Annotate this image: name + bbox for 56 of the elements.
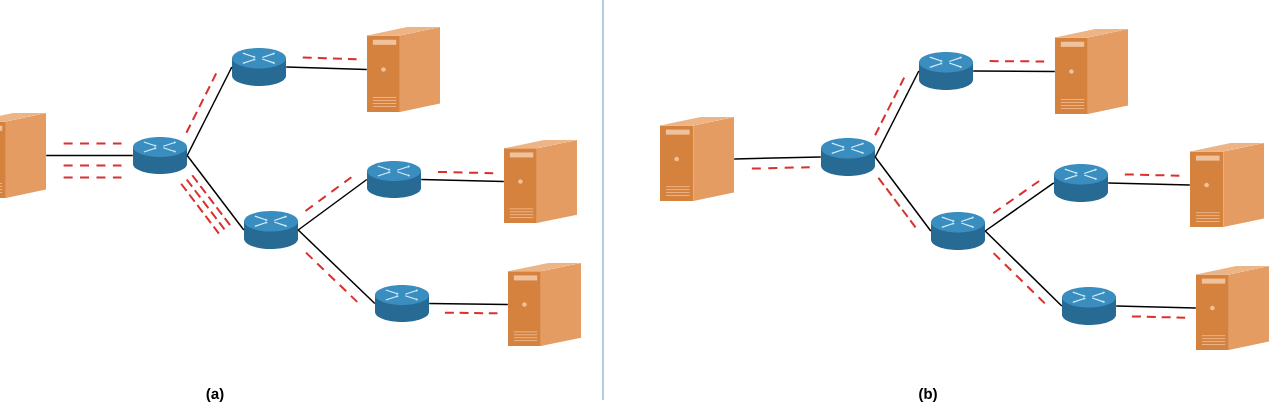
server-icon [508, 263, 581, 346]
connection-line [420, 178, 505, 183]
connection-line [186, 154, 245, 231]
server-icon [1055, 29, 1128, 114]
connection-line [297, 178, 368, 231]
connection-line [428, 302, 509, 306]
dashed-line [992, 180, 1041, 215]
dashed-line [992, 252, 1046, 305]
connection-line [984, 182, 1055, 232]
dashed-line [191, 174, 232, 227]
connection-line [874, 70, 920, 158]
connection-line [984, 230, 1063, 307]
router-icon [919, 52, 973, 90]
connection-line [297, 229, 376, 305]
connection-line [186, 66, 233, 157]
dashed-line [180, 182, 220, 235]
router-icon [931, 212, 985, 250]
router-icon [821, 138, 875, 176]
connection-line [1115, 305, 1197, 309]
dashed-line [437, 170, 495, 175]
connection-line [733, 156, 822, 160]
server-icon [0, 113, 46, 198]
dashed-line [62, 164, 123, 167]
panel-label: (b) [919, 388, 937, 402]
panel-label: (a) [206, 388, 224, 402]
server-icon [367, 27, 440, 112]
dashed-line [301, 56, 358, 61]
dashed-line [1123, 173, 1181, 177]
router-icon [1054, 164, 1108, 202]
connection-line [1107, 182, 1191, 186]
connection-line [45, 154, 134, 157]
dashed-line [305, 251, 359, 303]
router-icon [244, 211, 298, 249]
dashed-line [304, 176, 353, 212]
dashed-line [988, 60, 1046, 63]
dashed-line [185, 72, 218, 134]
server-icon [1196, 266, 1269, 350]
dashed-line [874, 76, 906, 137]
server-icon [504, 140, 577, 223]
connection-line [874, 156, 932, 232]
connection-line [972, 70, 1056, 73]
server-icon [1190, 143, 1264, 227]
dashed-line [1130, 315, 1187, 319]
dashed-line [877, 176, 917, 229]
router-icon [367, 161, 421, 198]
dashed-line [443, 311, 499, 315]
dashed-line [62, 176, 123, 179]
router-icon [375, 285, 429, 322]
server-icon [660, 117, 734, 201]
router-icon [1062, 287, 1116, 325]
dashed-line [750, 166, 811, 170]
connection-line [285, 66, 368, 71]
dashed-line [62, 142, 123, 145]
router-icon [133, 137, 187, 174]
dashed-line [185, 178, 226, 231]
router-icon [232, 48, 286, 86]
